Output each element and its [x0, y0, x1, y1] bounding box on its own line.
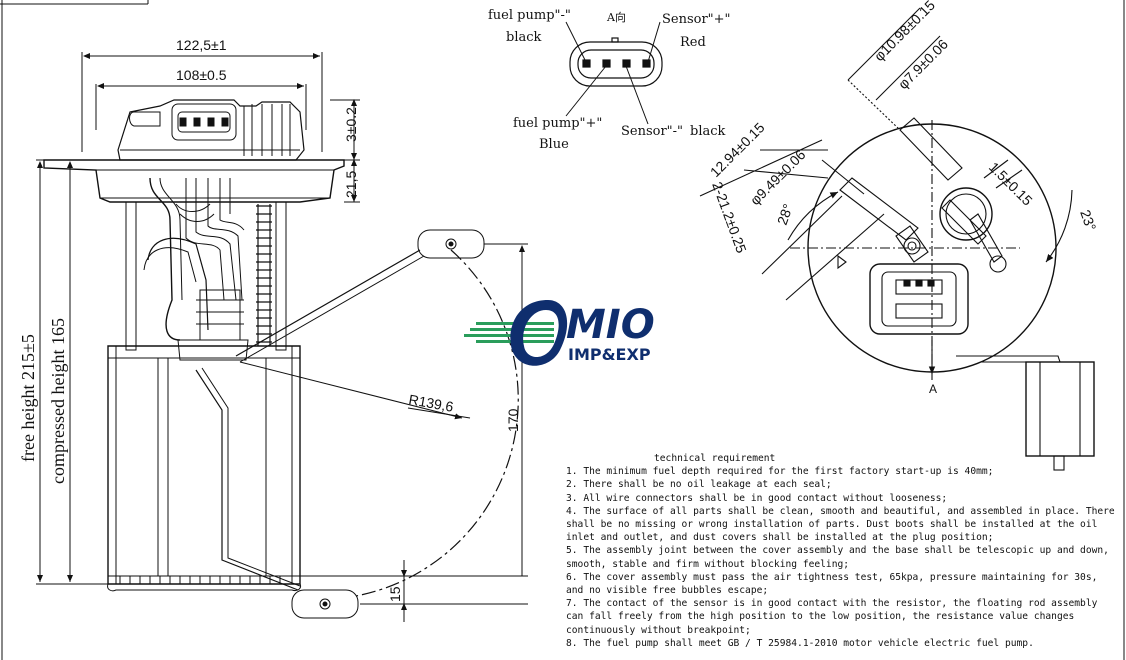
dim-float-radius: R139,6 [407, 391, 454, 415]
dim-width-outer: 122,5±1 [176, 37, 227, 53]
dim-compressed-height: compressed height 165 [48, 318, 68, 484]
pump-top-view [699, 7, 1095, 471]
tech-item-1: 1. The minimum fuel depth required for t… [566, 466, 994, 478]
tech-item-6: 6. The cover assembly must pass the air … [566, 571, 1098, 597]
dim-flange-thickness: 3±0.2 [343, 107, 359, 142]
section-a-label: A [929, 382, 937, 396]
tech-item-7: 7. The contact of the sensor is in good … [566, 598, 1098, 636]
dim-pin-1-5: 1.5±0.15 [986, 159, 1036, 209]
pin2-color: Red [680, 35, 706, 50]
technical-requirements: technical requirement 1. The minimum fue… [566, 452, 1118, 650]
dim-height-170: 170 [505, 408, 521, 432]
tech-item-5: 5. The assembly joint between the cover … [566, 545, 1109, 570]
dim-width-inner: 108±0.5 [176, 67, 227, 83]
dim-flange-height: 21,5 [343, 171, 359, 198]
tech-item-2: 2. There shall be no oil leakage at each… [566, 479, 832, 491]
pin4-color: black [690, 124, 726, 139]
tech-item-4: 4. The surface of all parts shall be cle… [566, 505, 1115, 544]
dim-inner-diameter: φ7.9±0.06 [895, 36, 951, 92]
pin4-label: Sensor"-" [621, 124, 683, 139]
dim-length-21-2: 2-21.2±0.25 [709, 180, 750, 256]
connector-view [565, 21, 663, 125]
logo-subtext: IMP&EXP [568, 345, 651, 364]
pin2-label: Sensor"+" [662, 12, 731, 27]
pump-assembly-side-view [36, 52, 528, 622]
tech-item-8: 8. The fuel pump shall meet GB / T 25984… [566, 637, 1034, 649]
logo-o-mark-icon [510, 300, 568, 366]
pin1-label: fuel pump"-" [488, 8, 571, 23]
company-logo: MIO IMP&EXP [464, 300, 655, 366]
pin3-color: Blue [539, 137, 569, 152]
dim-bottom-15: 15 [387, 586, 403, 602]
tech-title: technical requirement [654, 453, 776, 464]
logo-text: MIO [566, 302, 655, 348]
tech-item-3: 3. All wire connectors shall be in good … [566, 492, 948, 504]
pin1-color: black [506, 30, 542, 45]
pin3-label: fuel pump"+" [513, 116, 602, 131]
dim-angle-23: 23° [1077, 208, 1099, 233]
dim-angle-28: 28° [774, 202, 796, 227]
dim-free-height: free height 215±5 [18, 334, 38, 462]
dim-diameter-9-49: φ9.49±0.06 [747, 146, 809, 208]
connector-view-label: A向 [606, 10, 626, 24]
